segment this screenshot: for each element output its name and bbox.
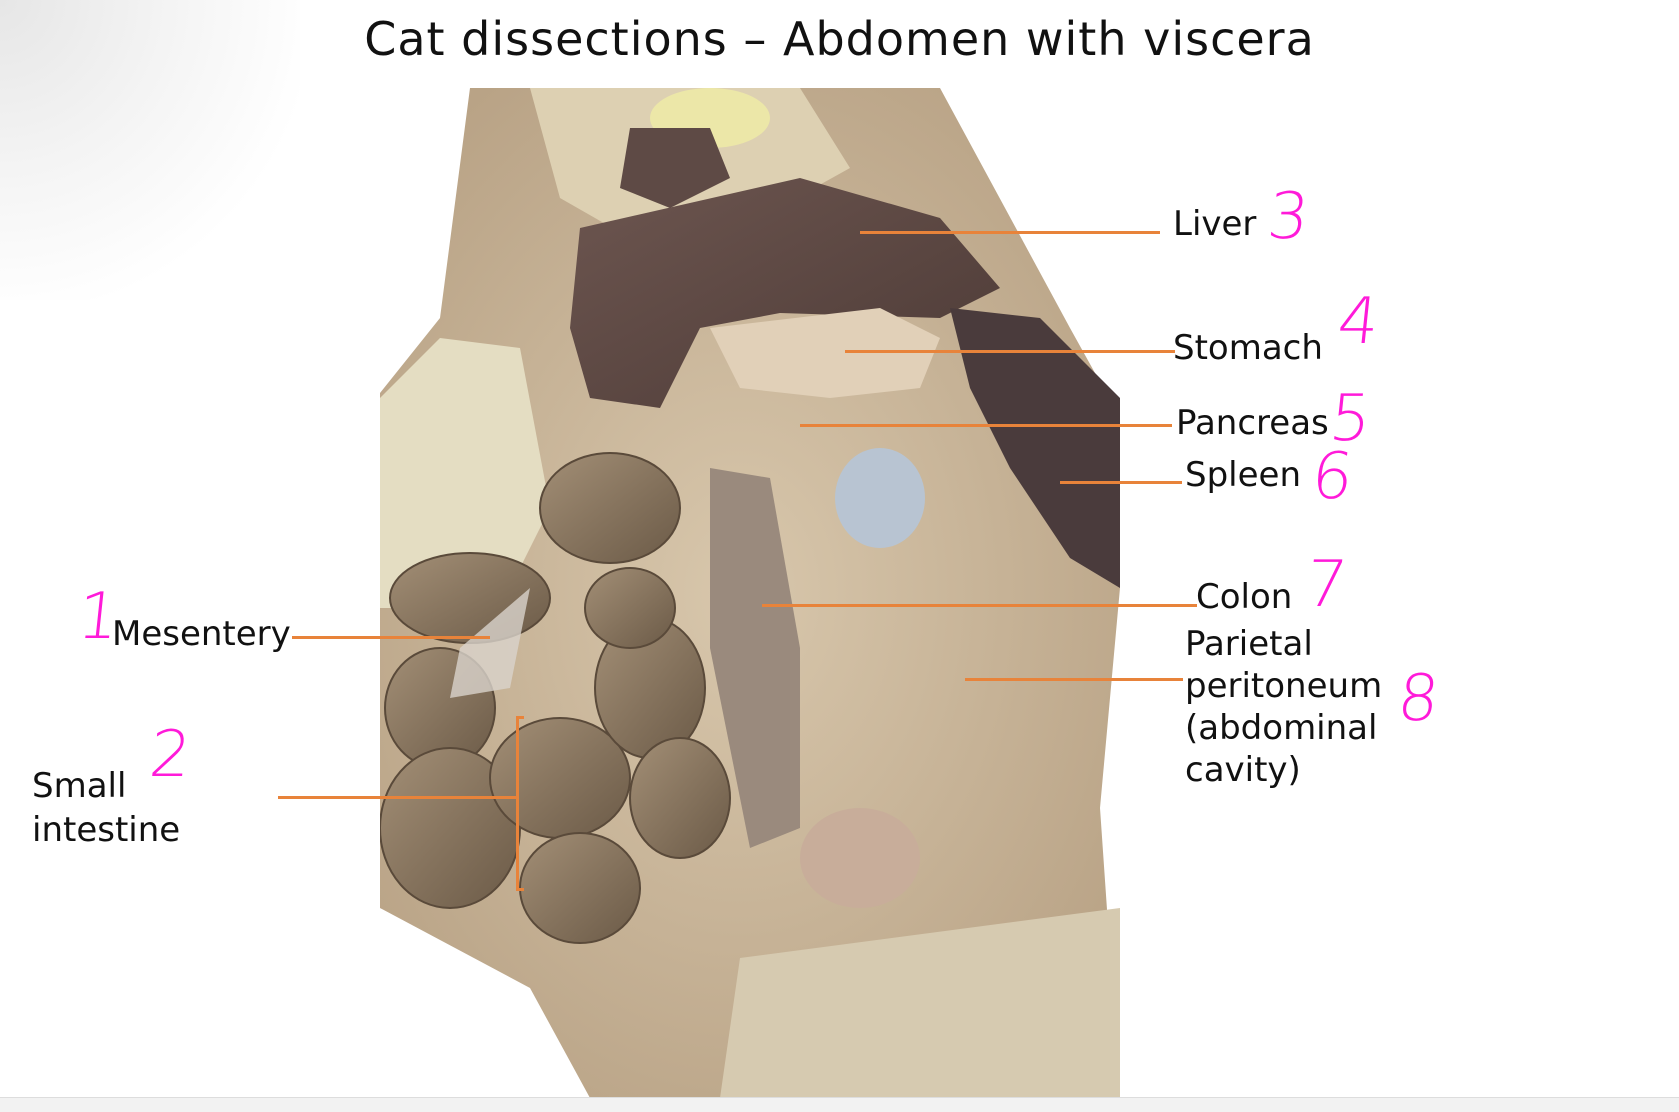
label-line: Small [32,766,127,806]
label-line: intestine [32,810,181,850]
number-3: 3 [1264,180,1313,254]
number-7: 7 [1302,548,1351,622]
leader-pancreas [800,424,1172,427]
number-6: 6 [1308,440,1357,514]
bracket-bottom [516,888,524,891]
label-line: (abdominal [1185,708,1378,748]
number-8: 8 [1394,662,1443,736]
label-small-intestine: Small intestine [32,764,180,852]
number-4: 4 [1334,285,1383,359]
leader-mesentery [292,636,490,639]
label-pancreas: Pancreas [1176,403,1329,443]
label-line: cavity) [1185,750,1301,790]
leader-spleen [1060,481,1182,484]
bracket-top [516,716,524,719]
leader-stomach [845,350,1175,353]
label-line: Parietal [1185,624,1313,664]
label-mesentery: Mesentery [112,614,291,654]
dissection-photo [380,88,1120,1098]
label-line: peritoneum [1185,666,1383,706]
background-shade [0,0,300,300]
label-liver: Liver [1173,204,1257,244]
leader-parietal-peritoneum [965,678,1183,681]
number-2: 2 [146,718,195,792]
leader-small-intestine [278,796,516,799]
bracket-small-intestine [516,716,519,890]
number-1: 1 [74,580,123,654]
label-stomach: Stomach [1173,328,1323,368]
label-colon: Colon [1196,577,1293,617]
label-spleen: Spleen [1185,455,1301,495]
leader-colon [762,604,1197,607]
slide-title: Cat dissections – Abdomen with viscera [364,12,1315,66]
bottom-bar [0,1097,1679,1112]
leader-liver [860,231,1160,234]
label-parietal-peritoneum: Parietal peritoneum (abdominal cavity) [1185,622,1382,792]
